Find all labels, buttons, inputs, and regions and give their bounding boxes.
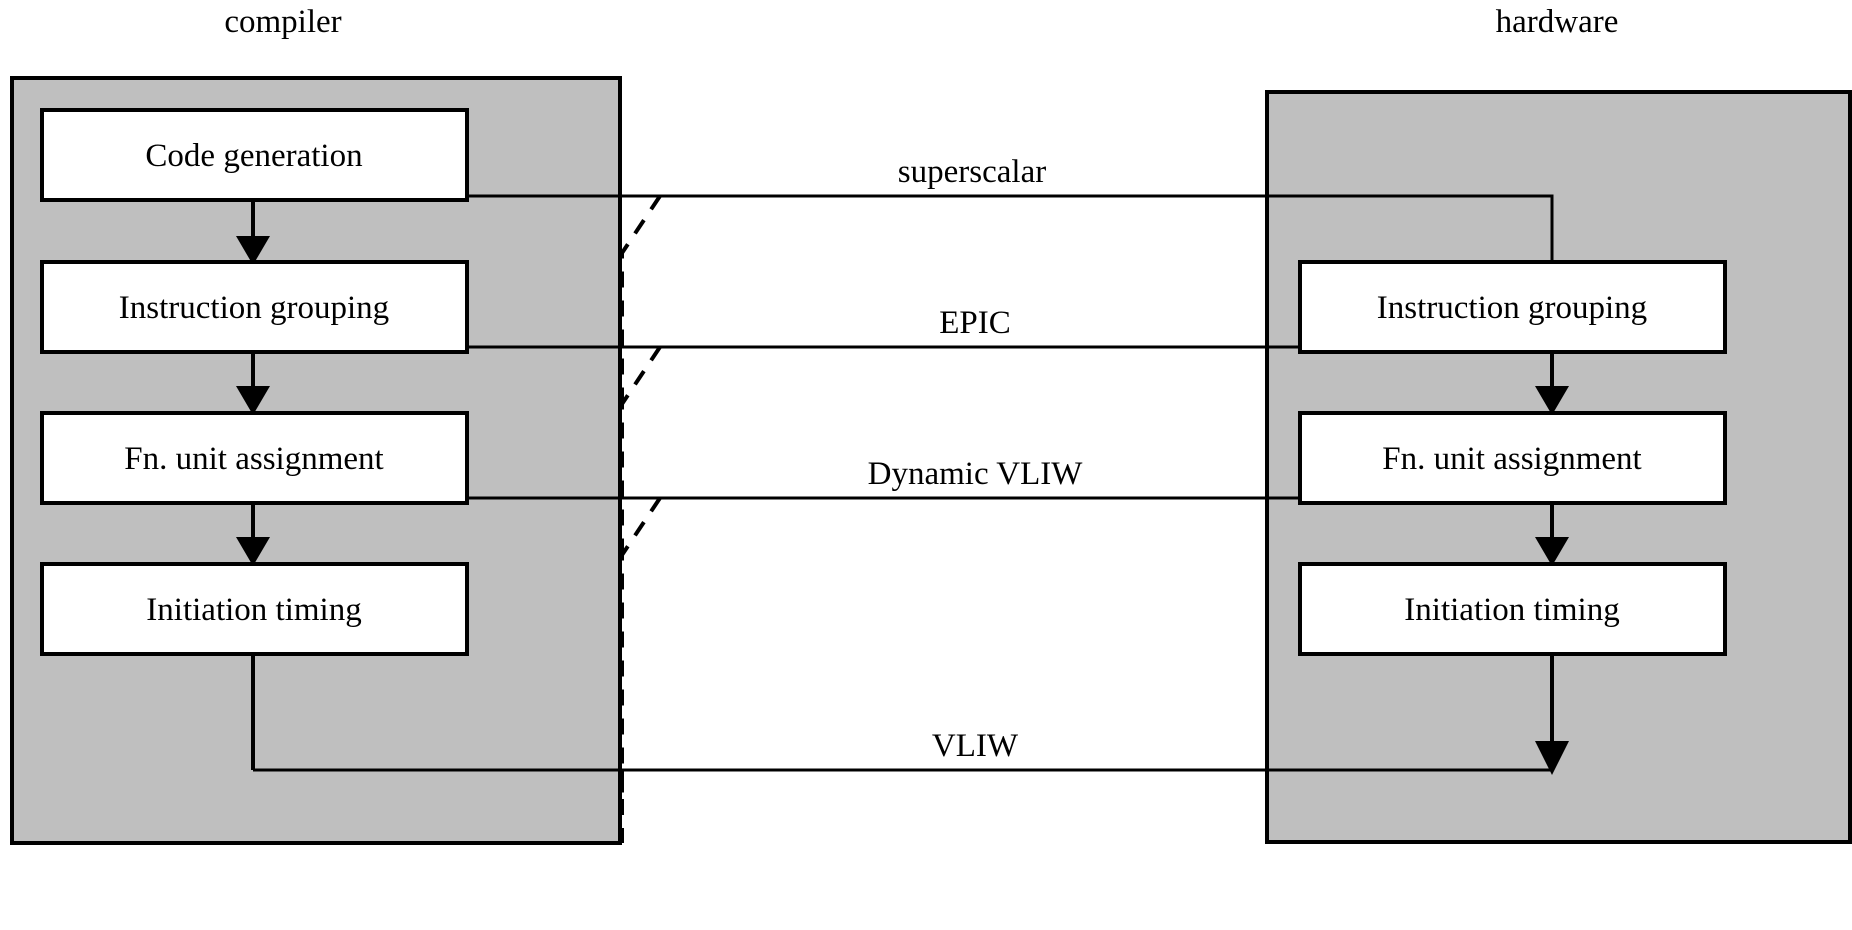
compiler-stage-label-1: Code generation <box>145 138 362 174</box>
compiler-stage-label-4: Initiation timing <box>146 592 361 628</box>
handoff-label-vliw: VLIW <box>932 728 1019 764</box>
partition-boundary-epic <box>620 345 662 555</box>
compiler-stage-box-2[interactable] <box>40 260 469 354</box>
partition-boundary-superscalar <box>620 194 662 404</box>
hardware-stage-box-2[interactable] <box>1298 411 1727 505</box>
compiler-stage-box-4[interactable] <box>40 562 469 656</box>
hardware-stage-label-3: Initiation timing <box>1404 592 1619 628</box>
hardware-arrowhead-2 <box>1535 537 1569 566</box>
hardware-stage-box-3[interactable] <box>1298 562 1727 656</box>
handoff-label-superscalar: superscalar <box>898 154 1046 190</box>
compiler-arrowhead-3 <box>236 537 270 566</box>
compiler-stage-label-3: Fn. unit assignment <box>124 441 383 477</box>
handoff-label-dynamic-vliw: Dynamic VLIW <box>868 456 1084 492</box>
compiler-stage-box-3[interactable] <box>40 411 469 505</box>
hardware-stage-box-1[interactable] <box>1298 260 1727 354</box>
hardware-arrowhead-1 <box>1535 386 1569 415</box>
partition-boundary-dynamic-vliw <box>620 496 662 800</box>
compiler-stage-label-2: Instruction grouping <box>119 290 389 326</box>
column-title-hardware: hardware <box>1496 4 1619 40</box>
handoff-line-superscalar <box>253 194 1554 265</box>
compiler-stage-box-1[interactable] <box>40 108 469 202</box>
hardware-exit-arrowhead <box>1535 741 1569 775</box>
compiler-arrowhead-1 <box>236 236 270 265</box>
column-title-compiler: compiler <box>224 4 341 40</box>
hardware-stage-label-1: Instruction grouping <box>1377 290 1647 326</box>
handoff-label-epic: EPIC <box>939 305 1011 341</box>
hardware-stage-label-2: Fn. unit assignment <box>1382 441 1641 477</box>
compiler-arrowhead-2 <box>236 386 270 415</box>
